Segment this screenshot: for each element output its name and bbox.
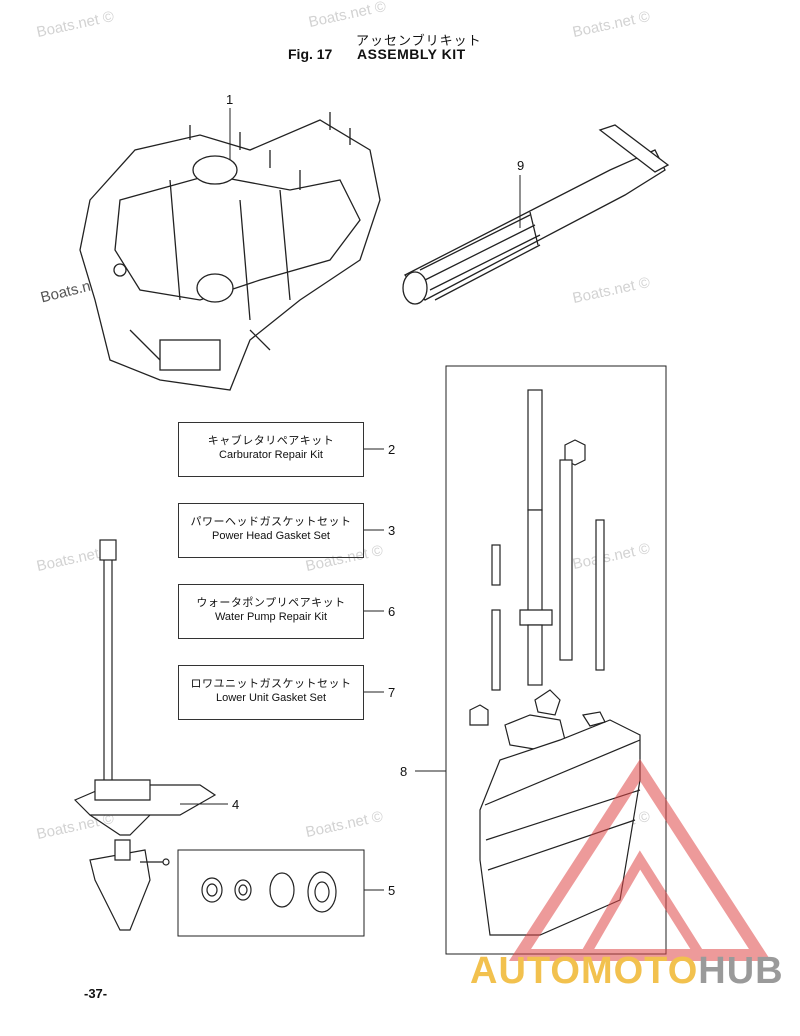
kit-box-power-head: パワーヘッドガスケットセット Power Head Gasket Set: [178, 503, 364, 558]
water-pump-drawing: [73, 539, 217, 931]
japanese-title: アッセンブリキット: [356, 34, 482, 49]
power-head-drawing: [79, 112, 381, 391]
figure-number: Fig. 17: [288, 46, 333, 62]
page-title: ASSEMBLY KIT: [357, 46, 466, 62]
callout-5: 5: [388, 883, 396, 898]
gasket-parts-drawing: [201, 871, 337, 913]
brand-logo-part1: AUTOMOTO: [470, 950, 699, 992]
callout-3: 3: [388, 523, 396, 538]
callout-7: 7: [388, 685, 396, 700]
callout-9: 9: [517, 158, 525, 173]
kit-name-jp: キャブレタリペアキット: [207, 434, 335, 447]
kit-box-carburator: キャブレタリペアキット Carburator Repair Kit: [178, 422, 364, 477]
kit-name-en: Power Head Gasket Set: [211, 530, 330, 542]
callout-1: 1: [226, 92, 234, 107]
kit-name-en: Lower Unit Gasket Set: [215, 692, 327, 704]
page-number: -37-: [84, 986, 108, 1001]
kit-name-jp: パワーヘッドガスケットセット: [190, 515, 352, 528]
kit-name-jp: ウォータポンプリペアキット: [196, 596, 346, 609]
kit-name-jp: ロワユニットガスケットセット: [190, 677, 352, 690]
kit-name-en: Water Pump Repair Kit: [214, 611, 328, 623]
kit-box-water-pump: ウォータポンプリペアキット Water Pump Repair Kit: [178, 584, 364, 639]
kit-name-en: Carburator Repair Kit: [219, 449, 323, 461]
callout-4: 4: [232, 797, 240, 812]
brand-logo-part2: HUB: [698, 950, 784, 992]
callout-6: 6: [388, 604, 396, 619]
kit-box-lower-unit: ロワユニットガスケットセット Lower Unit Gasket Set: [178, 665, 364, 720]
lower-unit-drawing: [469, 389, 641, 936]
callout-8: 8: [400, 764, 408, 779]
brand-logo-triangle: [508, 758, 772, 961]
tiller-handle-drawing: [402, 124, 670, 305]
brand-logo: AUTOMOTOHUB: [470, 950, 784, 993]
callout-2: 2: [388, 442, 396, 457]
